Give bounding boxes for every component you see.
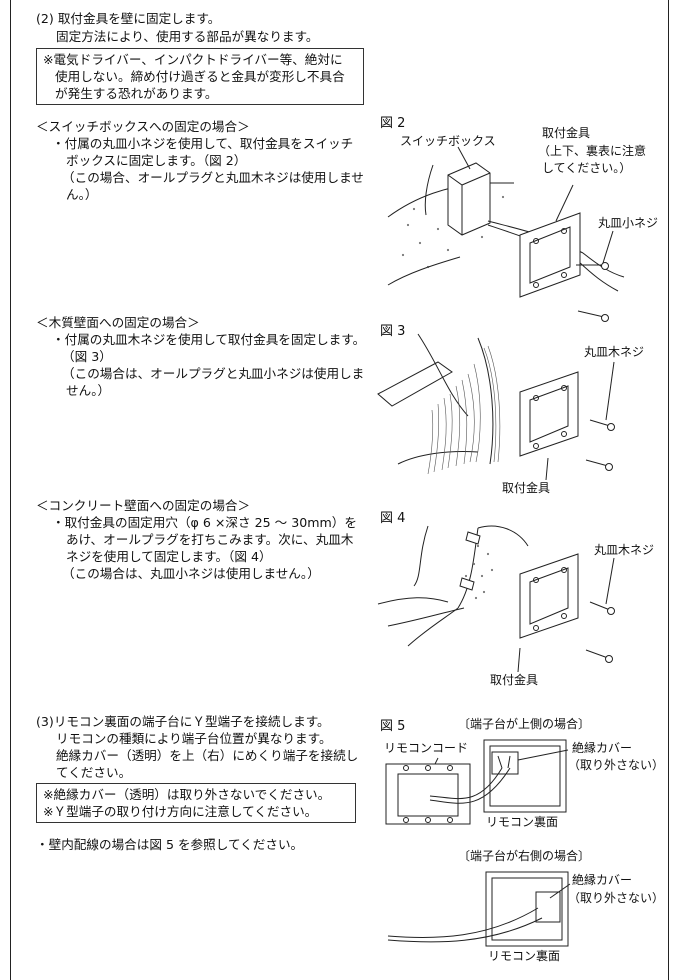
fig5-right-case-label: 〔端子台が右側の場合〕 [458, 848, 590, 863]
wood-text: せん。） [66, 383, 111, 398]
fig5-illustration: 〔端子台が上側の場合〕 リモコンコード 絶縁カバー （取り外さない） リモコン裏… [384, 716, 664, 963]
fig2-illustration: スイッチボックス 取付金具 （上下、裏表に注意 してください。） 丸皿小ネジ [387, 125, 658, 322]
fig2-bracket-label: 取付金具 [542, 125, 590, 140]
concrete-text: ・取付金具の固定用穴（φ 6 ×深さ 25 ～ 30mm）を [52, 515, 357, 530]
warning-line: ※電気ドライバー、インパクトドライバー等、絶対に [43, 52, 343, 67]
fig2-bracket-note: してください。） [542, 161, 631, 175]
warning-line: が発生する恐れがあります。 [55, 86, 218, 101]
caution-box: ※絶縁カバー（透明）は取り外さないでください。 ※Ｙ型端子の取り付け方向に注意し… [36, 783, 356, 823]
switchbox-title: ＜スイッチボックスへの固定の場合＞ [36, 119, 250, 134]
fig2-bracket-note: （上下、裏表に注意 [538, 143, 646, 158]
concrete-text: ネジを使用して固定します。（図 4） [66, 549, 272, 564]
fig3-illustration: 丸皿木ネジ 取付金具 [377, 333, 644, 495]
section3-text: (3)リモコン裏面の端子台にＹ型端子を接続します。 [36, 714, 330, 729]
fig5-insulation-cover-label: 絶縁カバー [572, 872, 632, 887]
fig4-label: 図 4 [380, 511, 406, 526]
left-margin-line [10, 0, 11, 980]
wood-text: （図 3） [62, 349, 112, 364]
wood-text: ・付属の丸皿木ネジを使用して取付金具を固定します。 [52, 332, 366, 347]
switchbox-text: ・付属の丸皿小ネジを使用して、取付金具をスイッチ [52, 136, 354, 151]
fig4-bracket-label: 取付金具 [490, 672, 538, 687]
concrete-text: あけ、オールプラグを打ちこみます。次に、丸皿木 [66, 532, 354, 547]
fig3-label: 図 3 [380, 324, 406, 339]
fig3-screw-label: 丸皿木ネジ [584, 345, 644, 359]
section3-text: 絶縁カバー（透明）を上（右）にめくり端子を接続し [56, 748, 359, 763]
warning-box: ※電気ドライバー、インパクトドライバー等、絶対に 使用しない。締め付け過ぎると金… [36, 48, 364, 105]
concrete-title: ＜コンクリート壁面への固定の場合＞ [36, 498, 251, 513]
fig5-not-remove-label: （取り外さない） [568, 758, 664, 772]
switchbox-text: ボックスに固定します。（図 2） [66, 153, 247, 168]
warning-line: 使用しない。締め付け過ぎると金具が変形し不具合 [55, 69, 345, 84]
wood-title: ＜木質壁面への固定の場合＞ [36, 315, 200, 330]
switchbox-text: （この場合、オールプラグと丸皿木ネジは使用しませ [62, 170, 364, 185]
section2-subtext: 固定方法により、使用する部品が異なります。 [56, 29, 319, 44]
caution-line: ※絶縁カバー（透明）は取り外さないでください。 [43, 787, 331, 802]
fig5-insulation-cover-label: 絶縁カバー [572, 740, 632, 755]
fig2-switch-box-label: スイッチボックス [400, 134, 496, 148]
fig5-remote-back-label: リモコン裏面 [486, 814, 558, 829]
section3-text: リモコンの種類により端子台位置が異なります。 [56, 731, 332, 746]
fig4-illustration: 丸皿木ネジ 取付金具 [377, 525, 654, 687]
section3-text: てください。 [56, 765, 132, 780]
switchbox-text: ん。） [66, 187, 98, 202]
fig4-screw-label: 丸皿木ネジ [594, 543, 654, 557]
wall-wiring-note: ・壁内配線の場合は図 5 を参照してください。 [36, 837, 304, 852]
section2-heading: (2) 取付金具を壁に固定します。 [36, 11, 221, 26]
right-margin-line [668, 0, 669, 980]
fig5-remote-back-label: リモコン裏面 [488, 948, 560, 963]
fig5-label: 図 5 [380, 719, 406, 734]
fig5-top-case-label: 〔端子台が上側の場合〕 [458, 716, 590, 731]
caution-line: ※Ｙ型端子の取り付け方向に注意してください。 [43, 804, 318, 819]
wood-text: （この場合は、オールプラグと丸皿小ネジは使用しま [62, 366, 365, 381]
fig2-label: 図 2 [380, 116, 406, 131]
fig5-not-remove-label: （取り外さない） [568, 891, 664, 905]
fig2-screw-label: 丸皿小ネジ [598, 216, 658, 230]
concrete-text: （この場合は、丸皿小ネジは使用しません。） [62, 566, 320, 581]
fig3-bracket-label: 取付金具 [502, 480, 550, 495]
fig5-remote-cord-label: リモコンコード [384, 741, 468, 755]
